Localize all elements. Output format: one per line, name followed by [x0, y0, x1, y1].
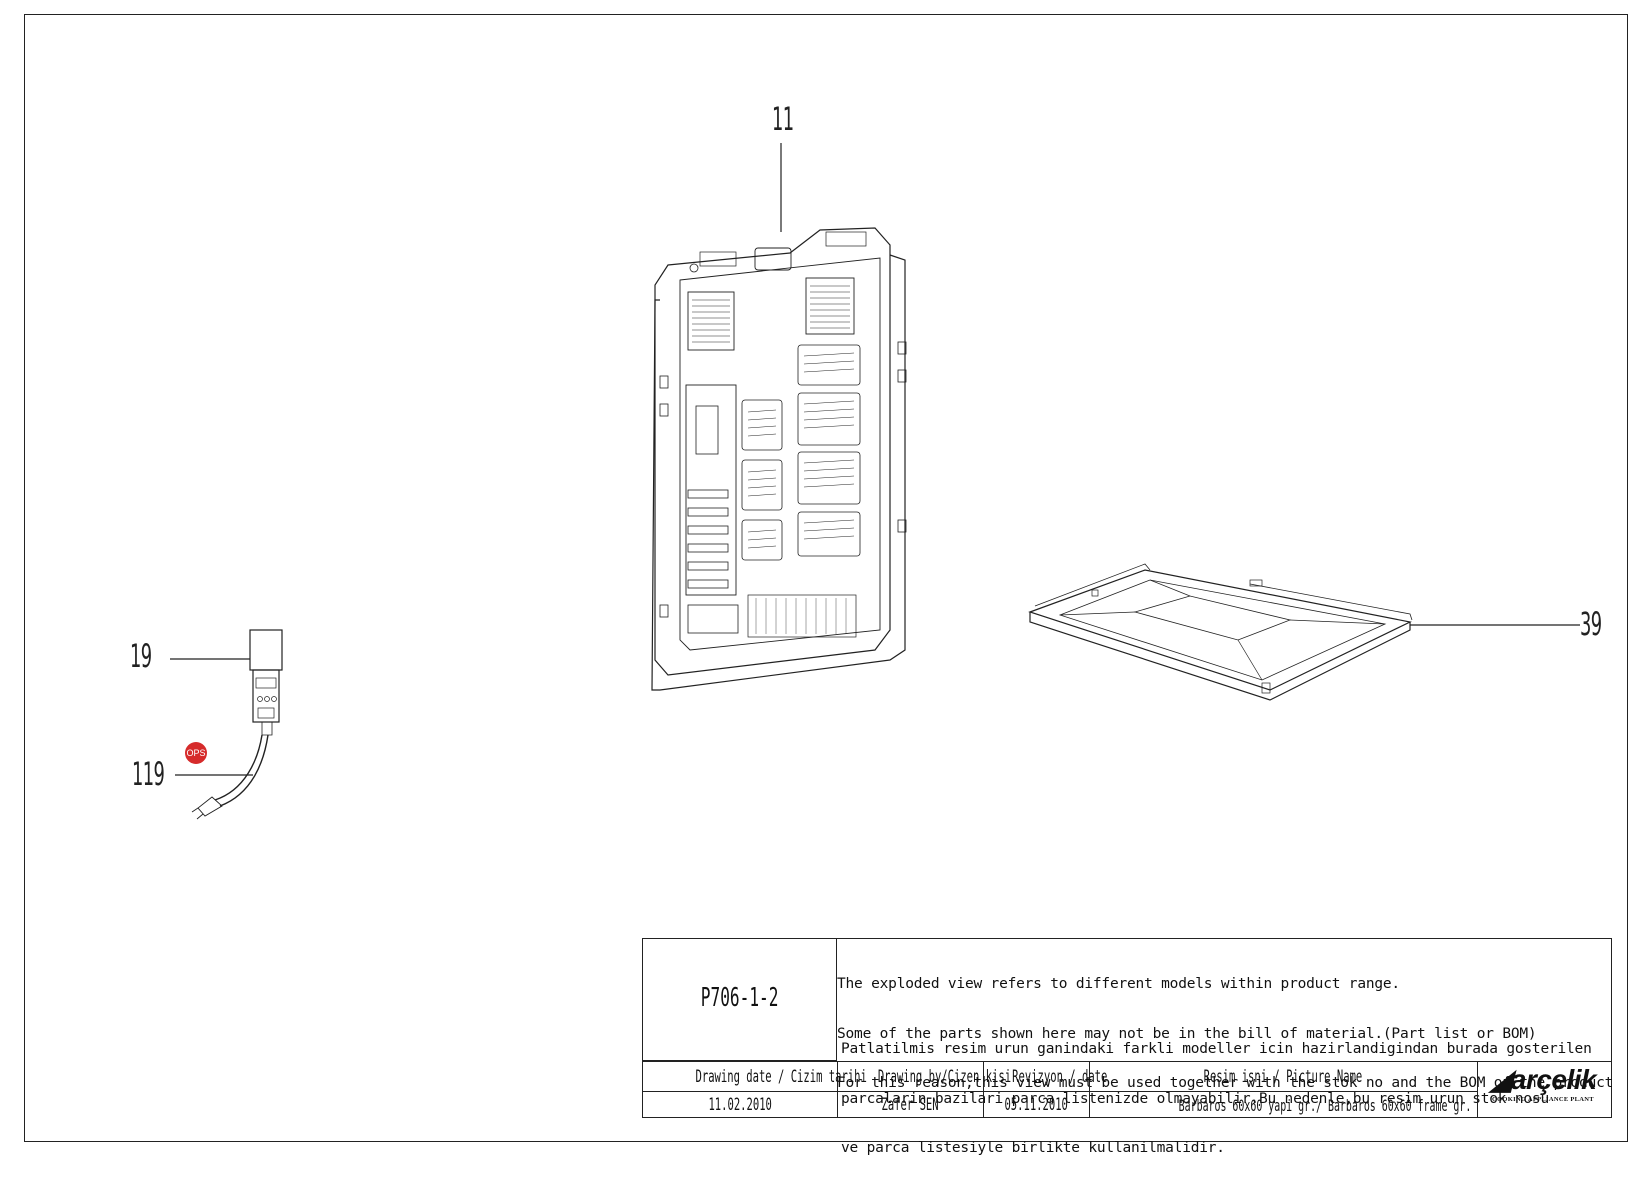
callout-39: 39 [1580, 605, 1602, 643]
back-frame-panel-part-11 [651, 227, 907, 691]
callout-119: 119 [132, 755, 165, 793]
drawing-date-header: Drawing date / Cizim tarihi [695, 1067, 867, 1087]
drawing-code-cell: P706-1-2 [643, 939, 837, 1061]
note-tr-line-3: ve parca listesiyle birlikte kullanilmal… [841, 1140, 1225, 1156]
drawing-frame [24, 14, 1628, 1142]
arcelik-logo: ◢arçelik COOKING APPLIANCE PLANT [1478, 1063, 1608, 1103]
logo-swoosh-icon: ◢ [1489, 1064, 1512, 1095]
exploded-view-drawing [170, 143, 1580, 820]
note-en-line-3: For this reason,this view must be used t… [837, 1075, 1614, 1091]
drawing-by-header: Drawing by/Cizen kisi [877, 1067, 1012, 1087]
note-tr-line-1: Patlatilmis resim urun ganindaki farkli … [841, 1041, 1592, 1057]
note-en-line-1: The exploded view refers to different mo… [837, 976, 1400, 992]
drawing-date-value: 11.02.2010 [708, 1095, 772, 1115]
logo-brand: arçelik [1510, 1064, 1597, 1095]
power-cord-assembly-part-19 [191, 629, 283, 820]
revision-header: Revizyon / date [1012, 1067, 1108, 1087]
note-turkish: Patlatilmis resim urun ganindaki farkli … [841, 1008, 1613, 1190]
picture-name-header: Resim isni / Picture Name [1203, 1067, 1363, 1087]
note-en-line-2: Some of the parts shown here may not be … [837, 1025, 1537, 1042]
picture-name-value: Barbaros 60x60 yapi gr./ Barbaros 60x60 … [1178, 1096, 1472, 1115]
drawing-by-value: Zafer SEN [881, 1095, 939, 1115]
note-tr-line-2: parcalarin bazilari parca listenizde olm… [841, 1090, 1549, 1107]
logo-subtitle: COOKING APPLIANCE PLANT [1492, 1096, 1594, 1103]
ops-badge: OPS [185, 742, 207, 764]
callout-19: 19 [130, 637, 152, 675]
tray-part-39 [1028, 563, 1413, 701]
title-block: P706-1-2 The exploded view refers to dif… [642, 938, 1613, 1156]
drawing-code: P706-1-2 [701, 983, 779, 1013]
callout-11: 11 [772, 100, 794, 138]
revision-value: 05.11.2010 [1004, 1095, 1068, 1115]
note-english: The exploded view refers to different mo… [837, 943, 1614, 1125]
